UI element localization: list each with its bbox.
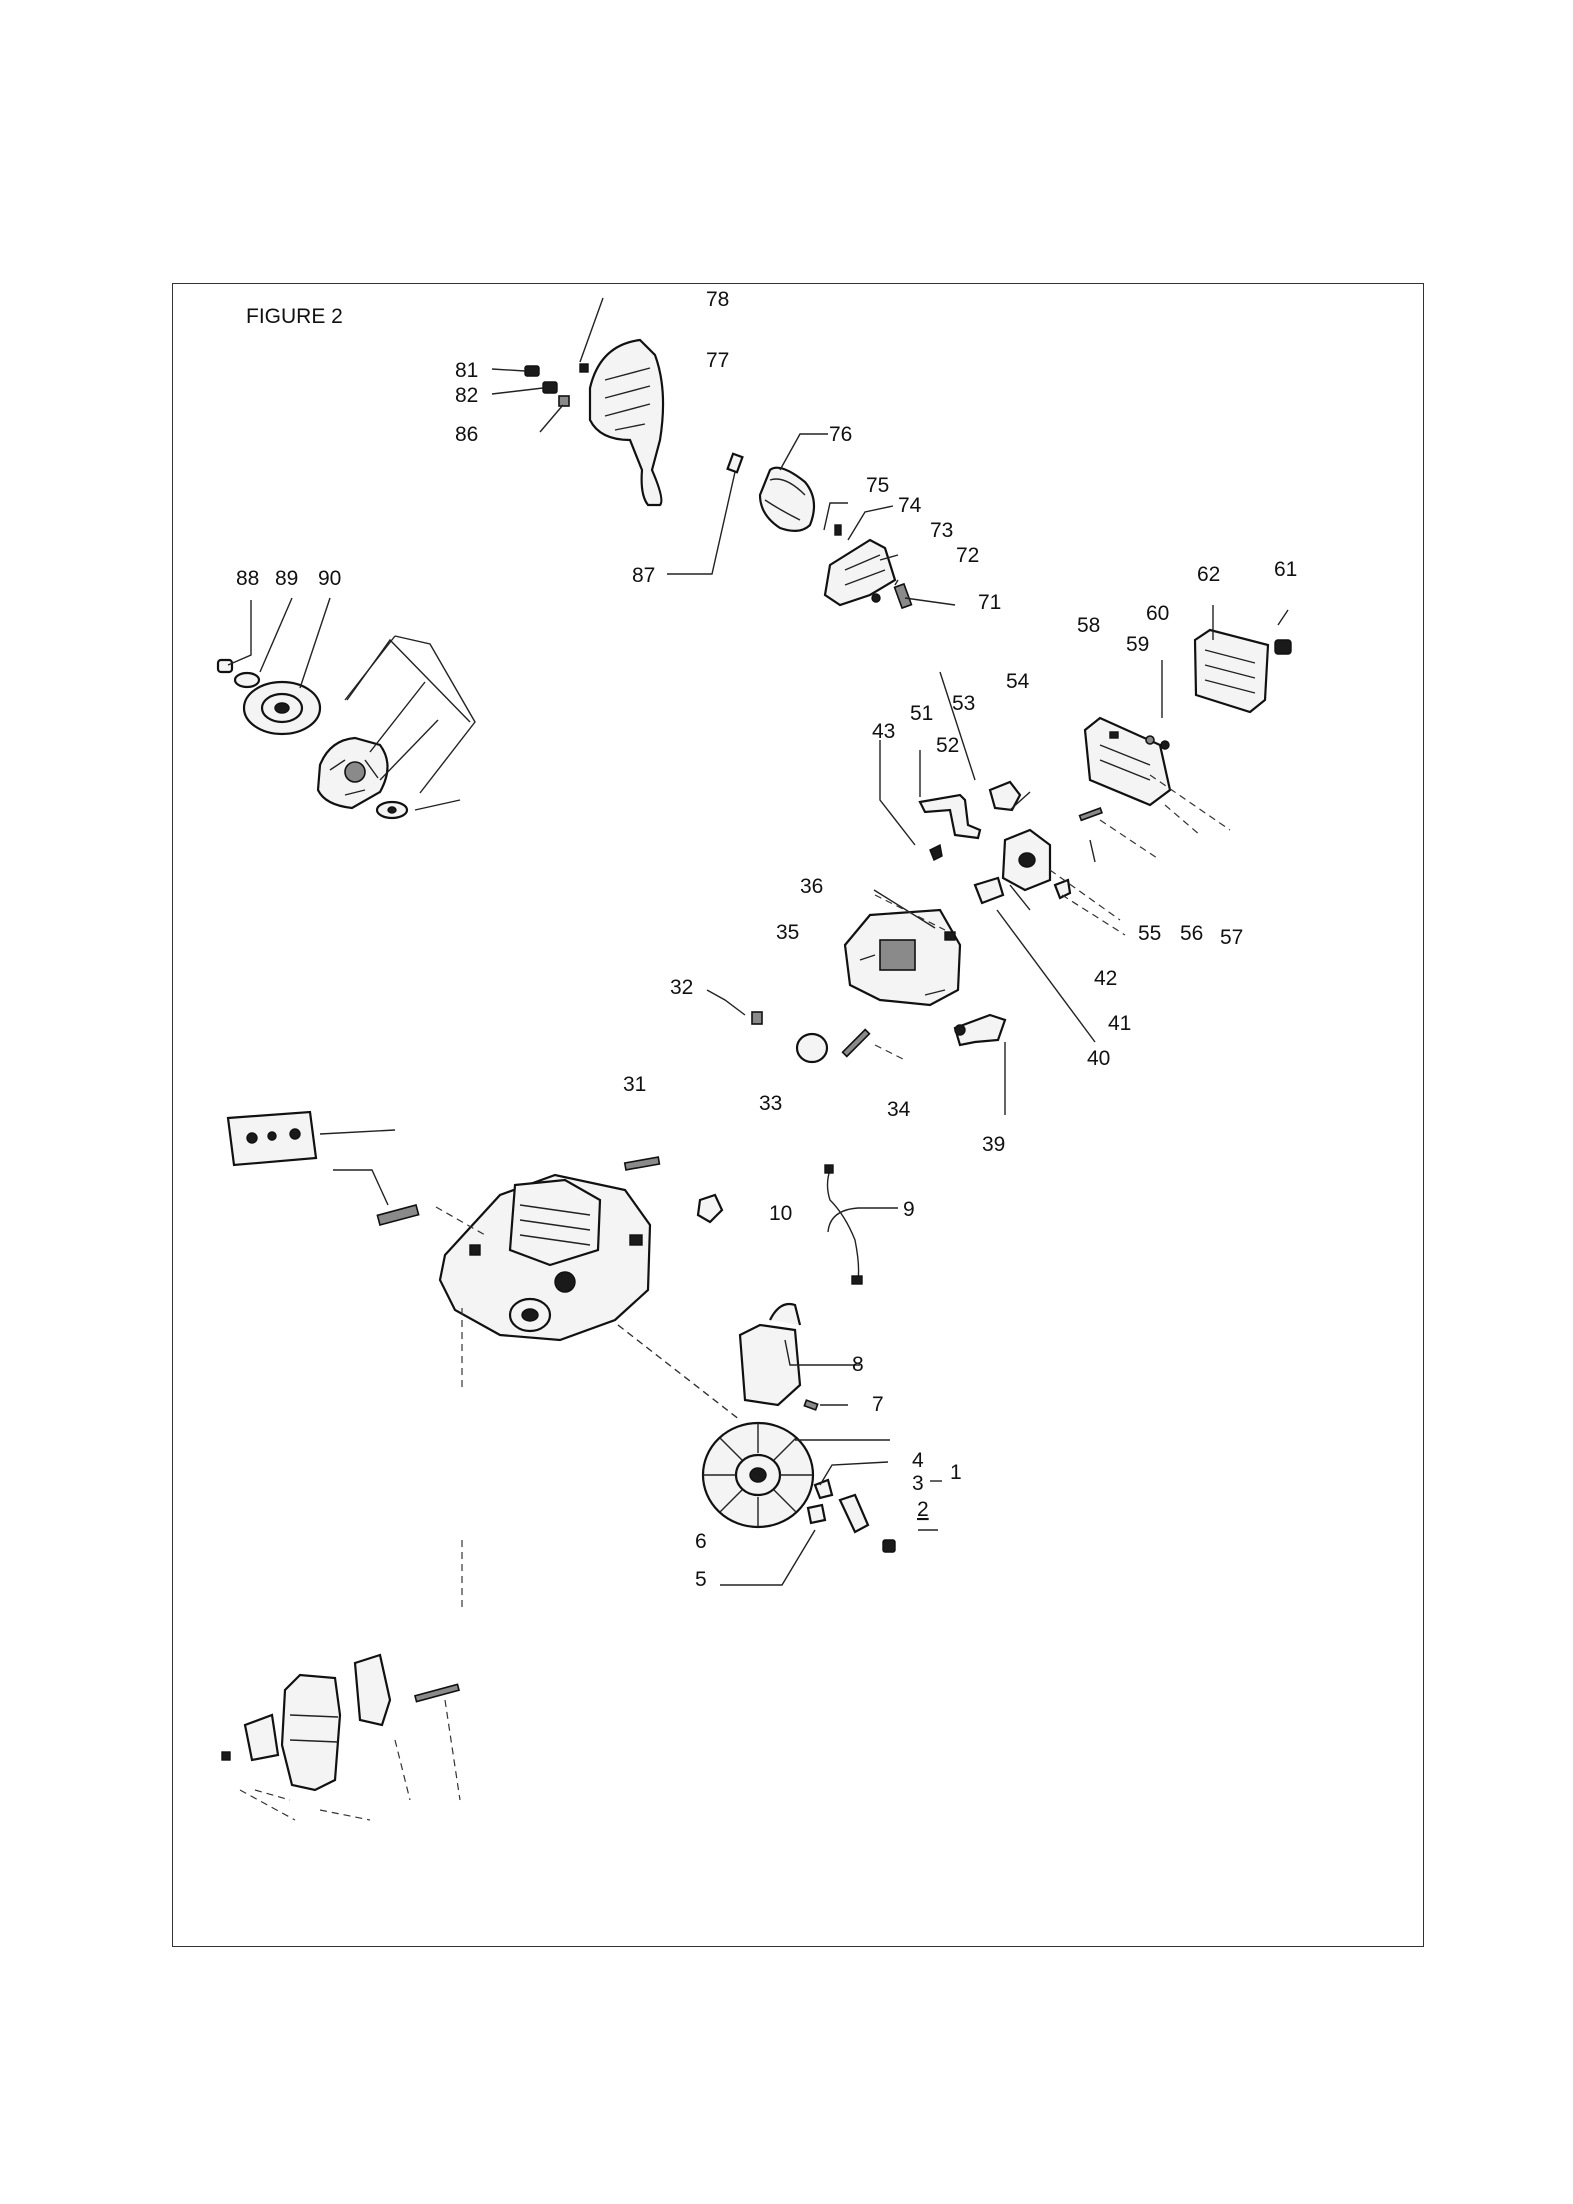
throttle-trigger-cable bbox=[953, 1013, 1007, 1047]
muffler-bolt bbox=[413, 1683, 461, 1703]
callout-41: 60 bbox=[1146, 602, 1169, 625]
callout-55: 75 bbox=[866, 474, 889, 497]
callout-54: 74 bbox=[898, 494, 922, 517]
callout-33: 52 bbox=[936, 734, 959, 757]
ignition-screw bbox=[803, 1399, 819, 1411]
clutch-drum-sprocket bbox=[242, 680, 322, 736]
callout-40: 59 bbox=[1126, 633, 1149, 656]
callout-56: 76 bbox=[829, 423, 852, 446]
callout-52: 72 bbox=[956, 544, 979, 567]
choke-lever bbox=[918, 793, 982, 840]
muffler-nut bbox=[221, 1751, 231, 1761]
callout-22: 32 bbox=[670, 976, 693, 999]
clutch-nut bbox=[216, 658, 234, 674]
air-filter-knob bbox=[1274, 639, 1292, 655]
callout-24: 34 bbox=[887, 1098, 911, 1121]
callout-26: 36 bbox=[800, 875, 823, 898]
callout-10: 10 bbox=[769, 1202, 792, 1225]
carburetor-bolt bbox=[841, 1028, 871, 1058]
bracket-72-group bbox=[346, 638, 942, 1482]
muffler-plate bbox=[243, 1713, 280, 1762]
callout-58: 78 bbox=[706, 288, 729, 311]
engine-crankcase bbox=[438, 1173, 652, 1342]
callout-27: 39 bbox=[982, 1133, 1005, 1156]
callout-78: 88 bbox=[236, 567, 259, 590]
callout-23: 33 bbox=[759, 1092, 782, 1115]
guard-screw-bushing bbox=[524, 363, 589, 407]
callout-36: 55 bbox=[1138, 922, 1161, 945]
air-filter-base bbox=[1083, 716, 1172, 807]
figure-title: FIGURE 2 bbox=[246, 305, 343, 328]
chain-tensioner-plate bbox=[226, 1110, 318, 1167]
callout-39: 58 bbox=[1077, 614, 1100, 637]
callout-31: 43 bbox=[872, 720, 895, 743]
brake-lever-assembly bbox=[823, 524, 913, 610]
callout-4: 4 bbox=[912, 1449, 924, 1472]
callout-7: 7 bbox=[872, 1393, 884, 1416]
clutch-shoes bbox=[316, 736, 389, 810]
flywheel bbox=[701, 1421, 815, 1529]
air-filter-cover bbox=[1193, 628, 1270, 714]
callout-77: 89 bbox=[275, 567, 298, 590]
callout-6: 6 bbox=[695, 1530, 707, 1553]
callout-38: 57 bbox=[1220, 926, 1243, 949]
rubber-plug bbox=[751, 1011, 763, 1025]
callout-32: 51 bbox=[910, 702, 933, 725]
clutch-spacer bbox=[375, 800, 409, 820]
callout-numbers: 78 77 81 82 86 76 75 74 73 72 71 87 88 8… bbox=[236, 288, 1297, 1591]
wire-harness bbox=[824, 1164, 863, 1285]
callout-37: 56 bbox=[1180, 922, 1203, 945]
cylinder-bolt bbox=[623, 1156, 661, 1171]
carburetor-gasket bbox=[973, 876, 1005, 905]
callout-42: 62 bbox=[1197, 563, 1220, 586]
callout-9: 9 bbox=[903, 1198, 915, 1221]
starter-pawl-parts bbox=[806, 1478, 896, 1553]
callout-51: 71 bbox=[978, 591, 1001, 614]
hand-guard bbox=[588, 338, 665, 507]
throttle-rod-clip bbox=[929, 843, 943, 861]
callout-59: 81 bbox=[455, 359, 478, 382]
callout-43: 61 bbox=[1274, 558, 1297, 581]
callout-2: 2 bbox=[917, 1498, 929, 1521]
carburetor bbox=[1001, 828, 1052, 892]
callout-29: 41 bbox=[1108, 1012, 1131, 1035]
brake-band bbox=[758, 466, 816, 532]
clutch-washer bbox=[233, 671, 261, 689]
callout-76: 90 bbox=[318, 567, 341, 590]
callout-61: 86 bbox=[455, 423, 478, 446]
callout-1: 1 bbox=[950, 1461, 962, 1484]
callout-35: 54 bbox=[1006, 670, 1030, 693]
callout-53: 73 bbox=[930, 519, 953, 542]
callout-60: 82 bbox=[455, 384, 478, 407]
carburetor-adapter bbox=[988, 780, 1022, 812]
muffler-gasket bbox=[353, 1653, 392, 1727]
callout-21: 31 bbox=[623, 1073, 646, 1096]
carburetor-screw bbox=[1078, 807, 1103, 822]
ignition-module bbox=[738, 1302, 802, 1407]
ignition-coil-nut bbox=[696, 1193, 724, 1224]
brake-spring-pin bbox=[726, 452, 744, 474]
callout-3: 3 bbox=[912, 1472, 924, 1495]
callout-8: 8 bbox=[852, 1353, 864, 1376]
spark-plug bbox=[376, 1204, 420, 1226]
muffler-boot bbox=[795, 1032, 829, 1064]
callout-25: 35 bbox=[776, 921, 799, 944]
callout-62: 87 bbox=[632, 564, 655, 587]
callout-5: 5 bbox=[695, 1568, 707, 1591]
dashed-assembly-lines bbox=[239, 774, 1231, 1821]
muffler bbox=[280, 1673, 342, 1792]
callout-30: 42 bbox=[1094, 967, 1117, 990]
callout-57: 77 bbox=[706, 349, 729, 372]
callout-34: 53 bbox=[952, 692, 975, 715]
carburetor-housing bbox=[843, 908, 962, 1007]
callout-28: 40 bbox=[1087, 1047, 1110, 1070]
figure-frame bbox=[172, 283, 1424, 1947]
fuel-fitting bbox=[1053, 878, 1072, 900]
